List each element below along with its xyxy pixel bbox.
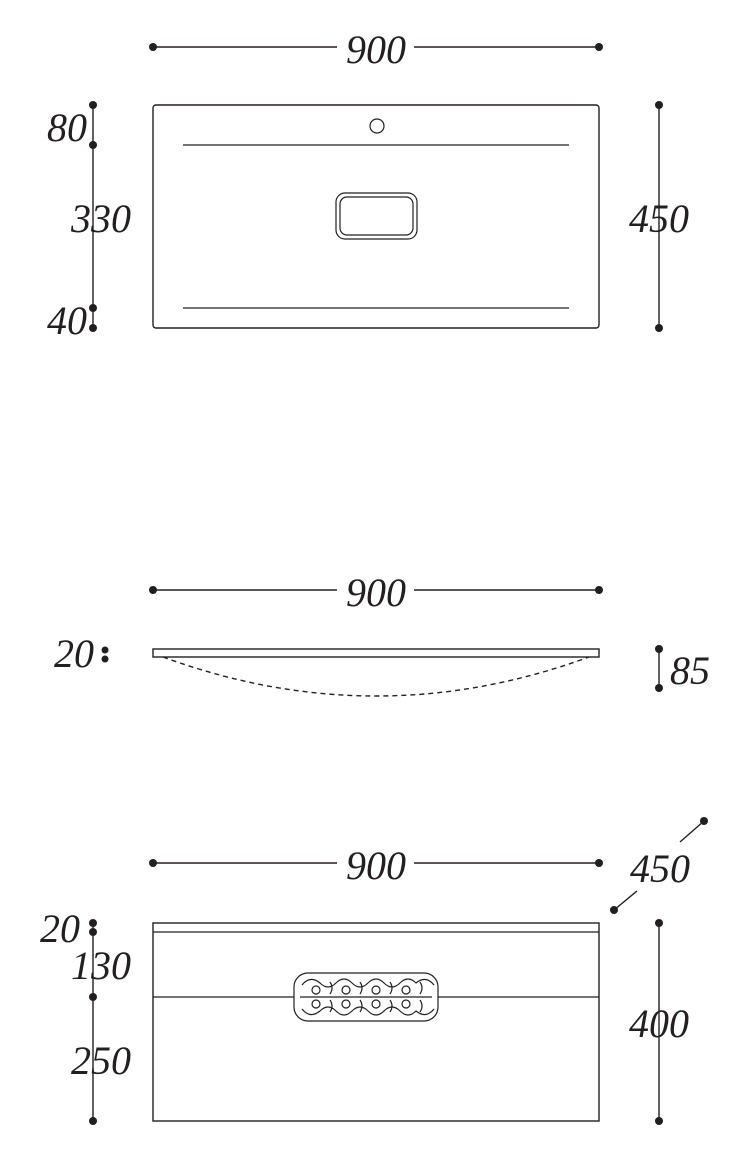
bowl-height-label: 85 [670,648,710,693]
tap-hole [369,118,385,134]
side-thickness-dimension: 20 [54,631,109,676]
top-left-dimensions: 80 330 40 [47,101,131,343]
front-depth-dimension: 450 [610,817,708,914]
side-width-dimension: 900 [149,570,603,615]
basin-top-outline [152,104,600,329]
drain-outline [335,192,418,240]
top-width-dimension: 900 [149,27,603,72]
side-thickness-label: 20 [54,631,94,676]
side-width-label: 900 [346,570,406,615]
front-height-label: 400 [629,1001,689,1046]
ornamental-handle [293,972,439,1022]
top-view: 900 80 330 40 450 [47,27,689,343]
cabinet-outline [152,922,600,1122]
hidden-bowl-profile [162,656,590,697]
drawer-upper-label: 130 [71,943,131,988]
front-height-dimension: 400 [629,919,689,1125]
front-top-thickness-label: 20 [40,906,80,951]
back-margin-label: 40 [47,298,87,343]
top-depth-label: 450 [629,196,689,241]
front-depth-label: 450 [630,846,690,891]
drawer-lower-label: 250 [71,1038,131,1083]
bowl-height-dimension: 85 [655,645,710,693]
front-width-dimension: 900 [149,843,603,888]
front-margin-label: 80 [47,105,87,150]
front-width-label: 900 [346,843,406,888]
side-view: 900 20 85 [54,570,710,697]
top-depth-dimension: 450 [629,101,689,332]
front-view: 900 450 [40,817,708,1125]
front-left-dimensions: 20 130 250 [40,906,131,1125]
countertop-slab [152,648,600,658]
top-width-label: 900 [346,27,406,72]
bowl-depth-label: 330 [70,196,131,241]
